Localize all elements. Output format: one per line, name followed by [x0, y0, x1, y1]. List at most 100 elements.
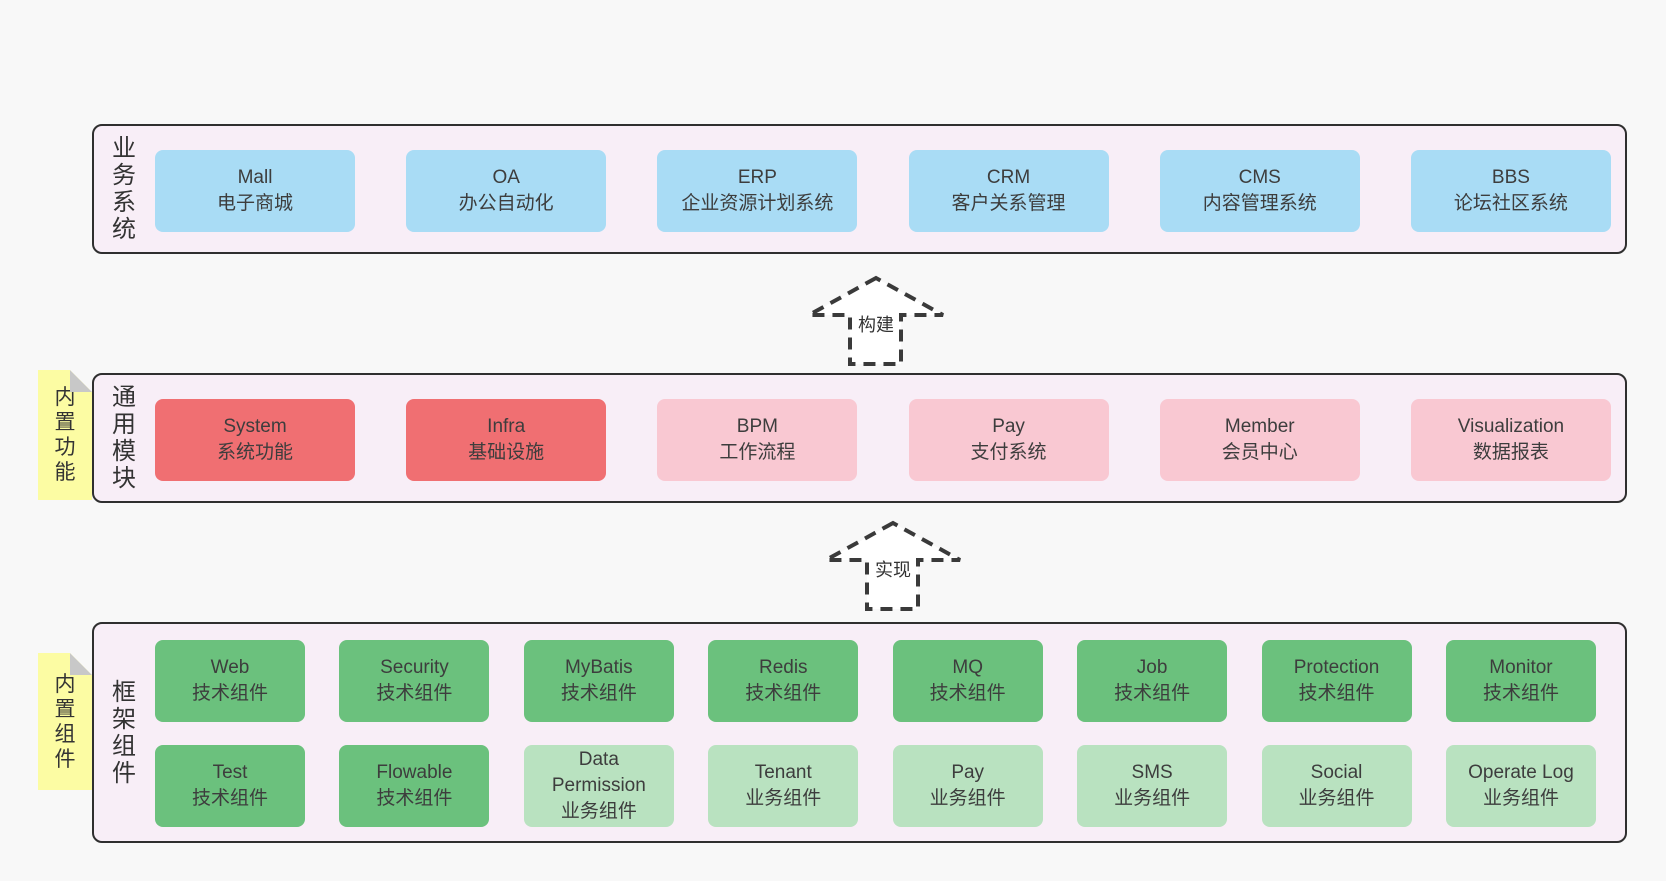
box-title: OA: [492, 167, 520, 188]
box-row: System 系统功能 Infra 基础设施 BPM 工作流程 Pay 支付系统 Member 会…: [155, 399, 1611, 481]
box-subtitle: 办公自动化: [458, 193, 554, 214]
box-redis: Redis 技术组件: [708, 640, 859, 722]
sticky-note-text: 内 置 组 件: [54, 672, 76, 771]
box-tenant: Tenant 业务组件: [708, 745, 859, 827]
box-subtitle: 会员中心: [1221, 442, 1298, 463]
fold-corner-icon: [70, 370, 92, 392]
box-pay: Pay 业务组件: [892, 745, 1043, 827]
box-title: Protection: [1293, 657, 1380, 678]
box-web: Web 技术组件: [155, 640, 305, 722]
box-social: Social 业务组件: [1261, 745, 1412, 827]
sticky-note-builtin-functions: 内 置 功 能: [38, 370, 92, 500]
box-title: CMS: [1238, 167, 1281, 188]
box-title: MyBatis: [565, 657, 633, 678]
box-title: CRM: [986, 167, 1031, 188]
box-subtitle: 技术组件: [1482, 683, 1559, 704]
box-title: Social: [1310, 762, 1363, 783]
box-flowable: Flowable 技术组件: [339, 745, 490, 827]
box-subtitle: 业务组件: [1298, 788, 1375, 809]
box-row: Mall 电子商城 OA 办公自动化 ERP 企业资源计划系统 CRM 客户关系管理 CMS 内容…: [155, 150, 1611, 232]
box-monitor: Monitor 技术组件: [1445, 640, 1596, 722]
box-bbs: BBS 论坛社区系统: [1410, 150, 1611, 232]
box-data-permission: Data Permission 业务组件: [523, 745, 674, 827]
box-visualization: Visualization 数据报表: [1410, 399, 1611, 481]
box-subtitle: 工作流程: [719, 442, 796, 463]
box-erp: ERP 企业资源计划系统: [657, 150, 858, 232]
box-subtitle: 系统功能: [216, 442, 293, 463]
box-subtitle: 业务组件: [929, 788, 1006, 809]
box-title: Mall: [237, 167, 273, 188]
box-title: Flowable: [376, 762, 453, 783]
section-label: 通 用 模 块: [112, 384, 136, 492]
box-job: Job 技术组件: [1077, 640, 1228, 722]
section-common-modules: 通 用 模 块 System 系统功能 Infra 基础设施 BPM 工作流程 Pay 支付系…: [92, 373, 1627, 503]
box-subtitle: 支付系统: [970, 442, 1047, 463]
box-subtitle: 基础设施: [468, 442, 545, 463]
box-title: Data Permission: [551, 749, 646, 796]
box-title: Pay: [992, 416, 1025, 437]
box-test: Test 技术组件: [155, 745, 305, 827]
arrow-build: 构建: [805, 275, 947, 367]
box-subtitle: 电子商城: [216, 193, 293, 214]
box-title: Job: [1136, 657, 1168, 678]
box-title: ERP: [737, 167, 777, 188]
box-crm: CRM 客户关系管理: [908, 150, 1109, 232]
box-subtitle: 业务组件: [745, 788, 822, 809]
box-subtitle: 技术组件: [1298, 683, 1375, 704]
box-mall: Mall 电子商城: [155, 150, 355, 232]
box-infra: Infra 基础设施: [406, 399, 607, 481]
sticky-note-builtin-components: 内 置 组 件: [38, 653, 92, 790]
box-title: Security: [380, 657, 449, 678]
arrow-label: 实现: [872, 556, 914, 582]
box-subtitle: 技术组件: [191, 788, 268, 809]
box-title: Monitor: [1489, 657, 1553, 678]
box-subtitle: 数据报表: [1472, 442, 1549, 463]
box-title: Test: [212, 762, 248, 783]
fold-corner-icon: [70, 653, 92, 675]
box-subtitle: 企业资源计划系统: [681, 193, 834, 214]
box-title: Redis: [758, 657, 808, 678]
box-title: BPM: [736, 416, 778, 437]
box-subtitle: 客户关系管理: [951, 193, 1066, 214]
box-title: Member: [1224, 416, 1295, 437]
box-sms: SMS 业务组件: [1077, 745, 1228, 827]
box-mybatis: MyBatis 技术组件: [523, 640, 674, 722]
box-system: System 系统功能: [155, 399, 355, 481]
box-bpm: BPM 工作流程: [657, 399, 858, 481]
box-title: MQ: [952, 657, 983, 678]
box-subtitle: 论坛社区系统: [1453, 193, 1568, 214]
box-subtitle: 技术组件: [376, 788, 453, 809]
section-label: 框 架 组 件: [112, 678, 136, 787]
box-title: BBS: [1491, 167, 1530, 188]
box-subtitle: 技术组件: [745, 683, 822, 704]
box-title: Operate Log: [1468, 762, 1574, 783]
box-title: System: [223, 416, 287, 437]
box-title: Tenant: [754, 762, 812, 783]
box-subtitle: 业务组件: [1482, 788, 1559, 809]
arrow-implement: 实现: [822, 520, 964, 612]
box-subtitle: 技术组件: [560, 683, 637, 704]
box-pay: Pay 支付系统: [908, 399, 1109, 481]
box-title: Visualization: [1457, 416, 1565, 437]
arrow-label: 构建: [855, 311, 897, 337]
section-label: 业 务 系 统: [112, 135, 136, 243]
box-operate-log: Operate Log 业务组件: [1445, 745, 1596, 827]
box-title: SMS: [1131, 762, 1173, 783]
box-title: Infra: [487, 416, 526, 437]
sticky-note-text: 内 置 功 能: [54, 386, 76, 484]
box-cms: CMS 内容管理系统: [1159, 150, 1360, 232]
box-subtitle: 业务组件: [560, 801, 637, 822]
box-subtitle: 内容管理系统: [1202, 193, 1317, 214]
box-title: Web: [210, 657, 250, 678]
box-protection: Protection 技术组件: [1261, 640, 1412, 722]
box-subtitle: 技术组件: [1114, 683, 1191, 704]
box-subtitle: 业务组件: [1114, 788, 1191, 809]
section-business-systems: 业 务 系 统 Mall 电子商城 OA 办公自动化 ERP 企业资源计划系统 CRM 客户关…: [92, 124, 1627, 254]
box-oa: OA 办公自动化: [406, 150, 607, 232]
box-subtitle: 技术组件: [191, 683, 268, 704]
box-title: Pay: [951, 762, 985, 783]
